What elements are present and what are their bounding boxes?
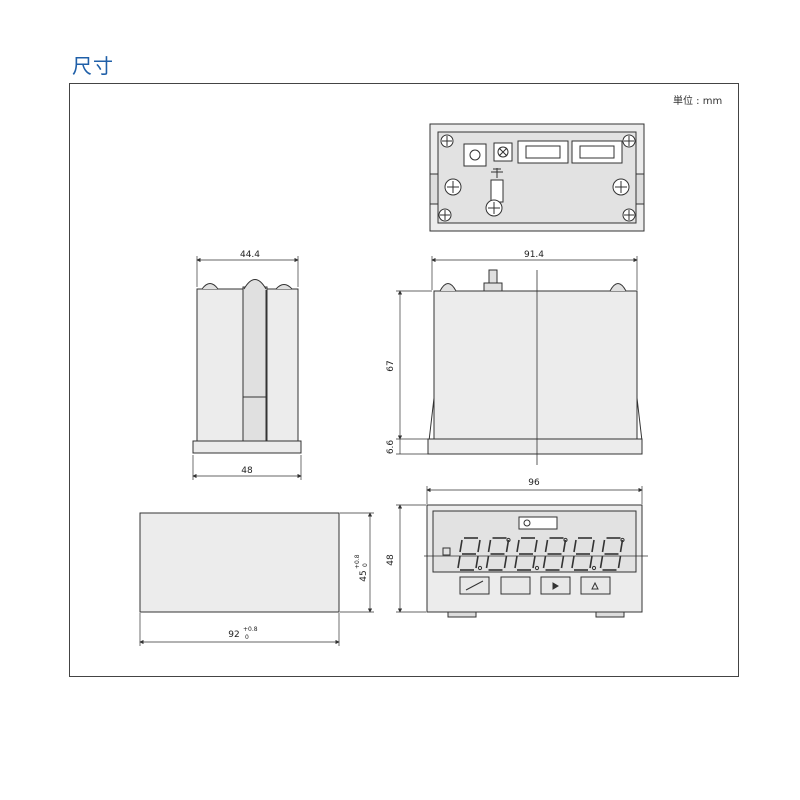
decimal-dot: [477, 565, 483, 571]
digit-eight-icon: [457, 537, 483, 571]
segment: [503, 555, 508, 569]
segment: [560, 555, 565, 569]
decimal-dot: [506, 537, 511, 543]
dim-side-bottom-width: 48: [241, 466, 253, 476]
digit-eight-icon: [571, 537, 597, 571]
digit-eight-icon: [514, 537, 540, 571]
unit-label: 単位 : mm: [673, 96, 723, 107]
dim-back-width: 91.4: [524, 250, 544, 260]
segment: [516, 539, 520, 553]
up-triangle-icon: [591, 581, 599, 590]
dimension-lines: [139, 256, 643, 646]
segment: [532, 555, 536, 569]
segment: [544, 539, 549, 553]
front-button: [580, 576, 611, 595]
segment: [457, 555, 461, 569]
rear-screws: [438, 134, 636, 222]
dim-cutout-height-group: 45 +0.8 0: [354, 554, 369, 581]
play-icon: [552, 582, 559, 590]
segment: [514, 555, 518, 569]
screw-icon: [622, 134, 636, 148]
segment: [571, 555, 575, 569]
decimal-dot: [620, 537, 625, 543]
screw-icon: [612, 178, 630, 196]
digit-eight-icon: [542, 537, 568, 571]
screw-icon: [440, 134, 454, 148]
top-view: [427, 269, 643, 455]
dimension-labels: 44.4 48 91.4 67 6.6 96 48 45 +0.8 0 92 +…: [228, 250, 544, 641]
decimal-dot: [534, 565, 540, 571]
dim-side-top-width: 44.4: [240, 250, 260, 260]
panel-cutout: [139, 512, 340, 613]
side-view: [192, 279, 302, 454]
segment: [589, 555, 593, 569]
segment: [477, 539, 481, 553]
dim-cutout-height-tol-upper: +0.8: [354, 554, 361, 569]
segment: [487, 539, 492, 553]
slash-icon: [465, 580, 484, 591]
drawing-frame: [69, 83, 739, 677]
segment: [485, 555, 490, 569]
front-button: [500, 576, 531, 595]
screw-icon: [622, 208, 636, 222]
segment: [617, 555, 622, 569]
dim-front-width: 96: [528, 478, 540, 488]
page-title: 尺寸: [72, 54, 114, 78]
dim-cutout-width: 92: [228, 630, 239, 640]
seven-segment-display: [457, 537, 625, 571]
segment: [601, 539, 606, 553]
digit-eight-icon: [485, 537, 511, 571]
dim-cutout-width-tol-upper: +0.8: [243, 626, 258, 633]
dim-body-depth: 67: [386, 360, 396, 371]
screw-icon: [485, 199, 503, 217]
segment: [599, 555, 604, 569]
dim-cutout-width-tol-lower: 0: [245, 634, 249, 641]
digit-eight-icon: [599, 537, 625, 571]
segment: [591, 539, 595, 553]
dim-front-height: 48: [386, 554, 396, 566]
decimal-dot: [563, 537, 568, 543]
dim-bezel-depth: 6.6: [386, 440, 396, 455]
segment: [573, 539, 577, 553]
screw-icon: [438, 208, 452, 222]
segment: [459, 539, 463, 553]
screw-icon: [444, 178, 462, 196]
rear-view: [429, 123, 645, 232]
segment: [475, 555, 479, 569]
segment: [534, 539, 538, 553]
front-buttons: [459, 576, 611, 595]
dim-cutout-height: 45: [359, 570, 369, 581]
segment: [542, 555, 547, 569]
decimal-dot: [591, 565, 597, 571]
dim-cutout-height-tol-lower: 0: [362, 563, 369, 567]
